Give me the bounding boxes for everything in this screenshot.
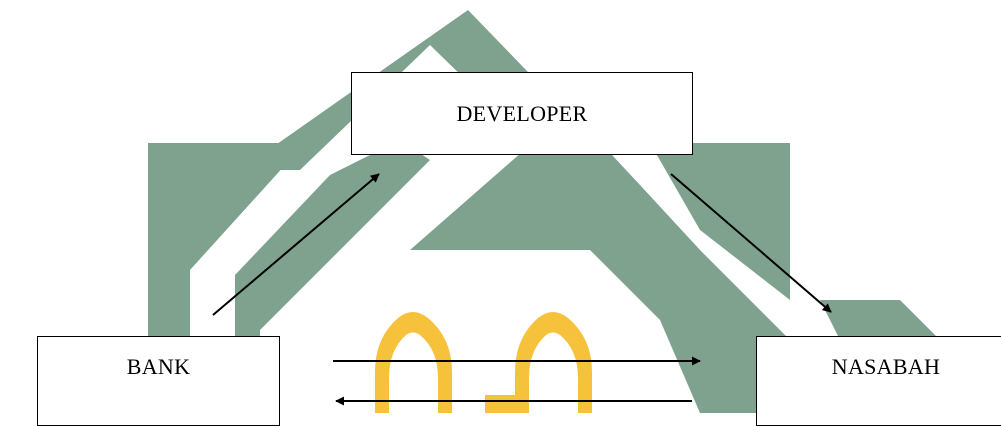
developer-label: DEVELOPER xyxy=(456,100,588,126)
watermark-orange-arch-left xyxy=(375,312,452,413)
watermark-lower-fragment xyxy=(660,320,760,413)
watermark-inner-left xyxy=(235,140,430,413)
nasabah-label: NASABAH xyxy=(831,354,941,379)
watermark-center-band xyxy=(410,110,700,250)
bank-label: BANK xyxy=(126,354,191,379)
watermark-right-upper xyxy=(650,143,790,300)
watermark-orange-base xyxy=(485,395,525,413)
nasabah-node: NASABAH xyxy=(756,336,1001,426)
developer-node: DEVELOPER xyxy=(351,72,693,155)
watermark-right-diagonal xyxy=(590,250,800,413)
arrow-bank-to-developer xyxy=(212,173,380,316)
flow-arrows xyxy=(212,173,832,406)
bank-node: BANK xyxy=(37,336,280,426)
watermark-orange-arch-right xyxy=(515,312,592,413)
arrow-developer-to-nasabah xyxy=(670,173,832,313)
